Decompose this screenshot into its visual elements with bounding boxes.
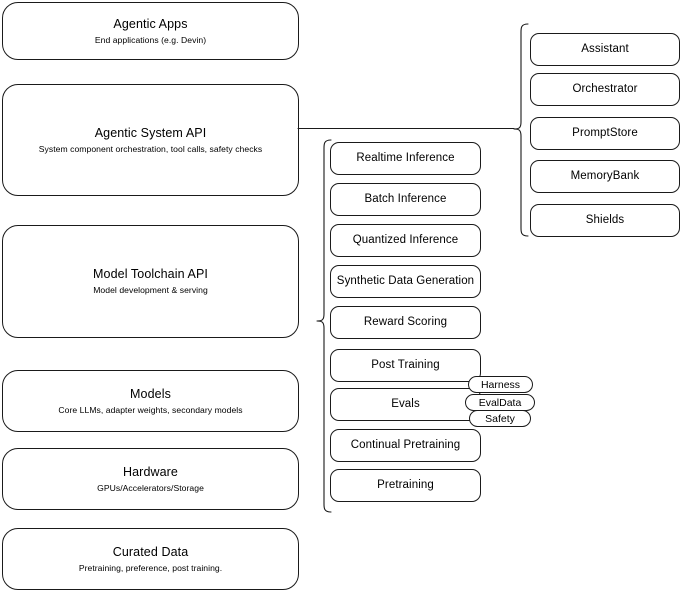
brace-system-components (513, 23, 529, 237)
layer-subtitle: GPUs/Accelerators/Storage (97, 482, 204, 493)
eval-subcomponent-label: Safety (485, 412, 515, 425)
toolchain-label: Realtime Inference (356, 152, 455, 164)
layer-curated-data[interactable]: Curated Data Pretraining, preference, po… (2, 528, 299, 590)
component-label: MemoryBank (570, 170, 640, 182)
layer-model-toolchain-api[interactable]: Model Toolchain API Model development & … (2, 225, 299, 338)
toolchain-evals[interactable]: Evals (330, 388, 481, 421)
layer-title: Model Toolchain API (93, 267, 208, 281)
component-orchestrator[interactable]: Orchestrator (530, 73, 680, 106)
component-label: Shields (585, 214, 625, 226)
toolchain-continual-pretraining[interactable]: Continual Pretraining (330, 429, 481, 462)
toolchain-quantized-inference[interactable]: Quantized Inference (330, 224, 481, 257)
toolchain-label: Evals (391, 398, 420, 410)
toolchain-label: Reward Scoring (363, 316, 448, 328)
toolchain-pretraining[interactable]: Pretraining (330, 469, 481, 502)
toolchain-synthetic-data-generation[interactable]: Synthetic Data Generation (330, 265, 481, 298)
layer-models[interactable]: Models Core LLMs, adapter weights, secon… (2, 370, 299, 432)
layer-title: Agentic System API (94, 125, 207, 140)
layer-title: Agentic Apps (113, 16, 188, 31)
toolchain-label: Continual Pretraining (350, 439, 461, 451)
layer-subtitle: System component orchestration, tool cal… (38, 143, 263, 154)
toolchain-label: Synthetic Data Generation (336, 275, 475, 287)
component-memorybank[interactable]: MemoryBank (530, 160, 680, 193)
component-label: PromptStore (572, 127, 638, 139)
layer-subtitle: Pretraining, preference, post training. (78, 562, 223, 573)
toolchain-label: Quantized Inference (352, 234, 459, 246)
eval-subcomponent-label: EvalData (478, 396, 522, 409)
toolchain-post-training[interactable]: Post Training (330, 349, 481, 382)
layer-title: Curated Data (112, 544, 189, 559)
eval-subcomponent-harness[interactable]: Harness (468, 376, 533, 393)
layer-subtitle: End applications (e.g. Devin) (94, 34, 207, 45)
connector-system-api-to-components (297, 127, 515, 130)
layer-agentic-apps[interactable]: Agentic Apps End applications (e.g. Devi… (2, 2, 299, 60)
layer-title: Hardware (123, 464, 178, 479)
layer-subtitle: Model development & serving (93, 285, 208, 295)
toolchain-label: Pretraining (377, 479, 434, 491)
layer-agentic-system-api[interactable]: Agentic System API System component orch… (2, 84, 299, 196)
brace-toolchain-components (316, 139, 332, 513)
toolchain-realtime-inference[interactable]: Realtime Inference (330, 142, 481, 175)
toolchain-label: Batch Inference (364, 193, 447, 205)
component-shields[interactable]: Shields (530, 204, 680, 237)
layer-title: Models (130, 386, 171, 401)
component-promptstore[interactable]: PromptStore (530, 117, 680, 150)
layer-subtitle: Core LLMs, adapter weights, secondary mo… (58, 404, 243, 415)
component-assistant[interactable]: Assistant (530, 33, 680, 66)
eval-subcomponent-evaldata[interactable]: EvalData (465, 394, 535, 411)
layer-hardware[interactable]: Hardware GPUs/Accelerators/Storage (2, 448, 299, 510)
component-label: Assistant (581, 43, 629, 55)
eval-subcomponent-label: Harness (480, 378, 521, 391)
eval-subcomponent-safety[interactable]: Safety (469, 410, 531, 427)
component-label: Orchestrator (572, 83, 638, 95)
toolchain-batch-inference[interactable]: Batch Inference (330, 183, 481, 216)
toolchain-reward-scoring[interactable]: Reward Scoring (330, 306, 481, 339)
toolchain-label: Post Training (371, 359, 440, 371)
